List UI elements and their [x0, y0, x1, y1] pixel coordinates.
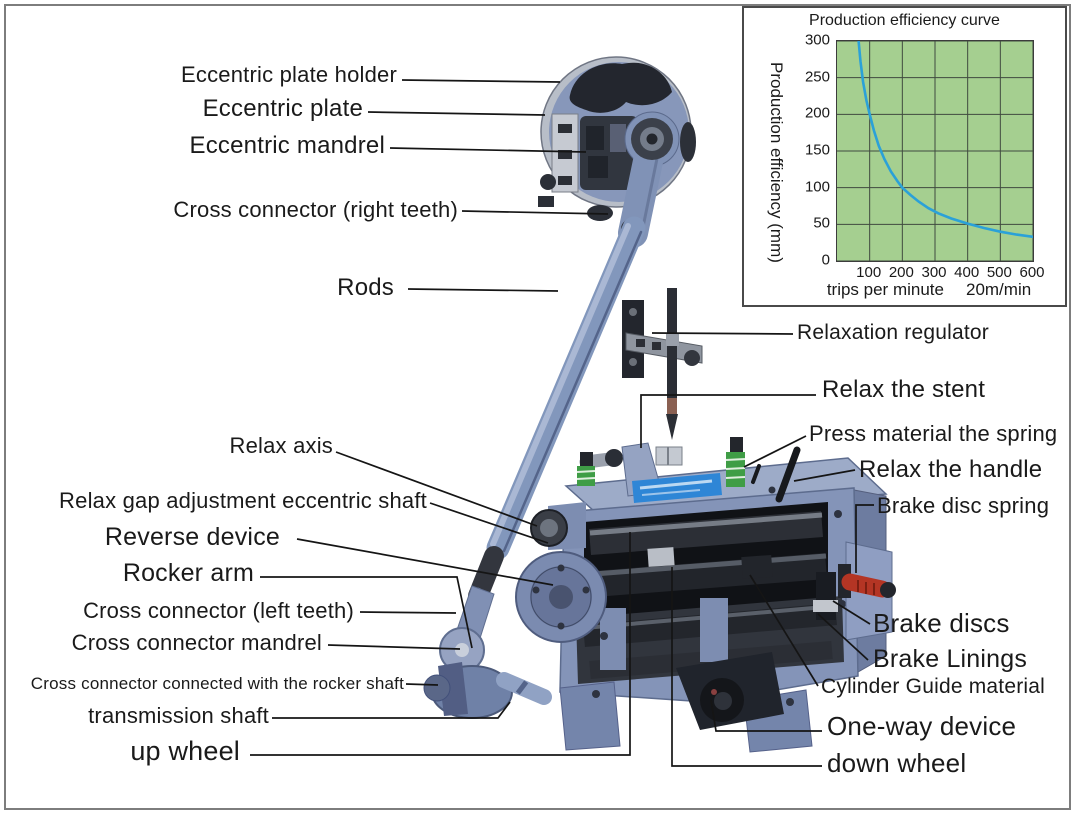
x-tick-label: 200 [888, 264, 914, 281]
leader-relax-gap-adjustment-eccentric-shaft [429, 502, 549, 544]
chart-x-axis-label: trips per minute 20m/min [804, 280, 1054, 300]
label-relaxation-regulator: Relaxation regulator [797, 321, 989, 344]
leader-cross-connector-right-teeth [461, 210, 609, 215]
leader-transmission-shaft [272, 701, 511, 719]
label-brake-disc-spring: Brake disc spring [877, 493, 1050, 518]
x-tick-label: 300 [921, 264, 947, 281]
y-tick-label: 200 [804, 104, 830, 122]
y-tick-label: 300 [804, 31, 830, 49]
label-rocker-arm: Rocker arm [122, 559, 254, 587]
leader-rods [407, 288, 559, 292]
x-tick-label: 400 [954, 264, 980, 281]
leader-lines [250, 79, 874, 767]
leader-brake-discs [832, 600, 871, 625]
chart-y-axis-label: Production efficiency (mm) [767, 61, 786, 263]
label-cross-connector-connected-with-the-rocker-shaft: Cross connector connected with the rocke… [30, 674, 404, 693]
label-cross-connector-right-teeth: Cross connector (right teeth) [173, 197, 458, 222]
leader-press-material-the-spring [743, 435, 807, 468]
leader-up-wheel [250, 532, 631, 756]
label-relax-axis: Relax axis [229, 433, 333, 458]
chart-plot-area [836, 40, 1034, 262]
leader-rocker-arm [260, 576, 473, 649]
left-side-parts [515, 502, 607, 643]
leader-brake-linings [817, 613, 869, 661]
leader-relax-the-stent [640, 394, 816, 448]
leader-eccentric-mandrel [389, 147, 587, 153]
label-relax-the-handle: Relax the handle [859, 456, 1043, 483]
leader-down-wheel [671, 567, 822, 767]
label-eccentric-plate-holder: Eccentric plate holder [181, 62, 397, 87]
leader-eccentric-plate-holder [401, 79, 561, 83]
label-brake-discs: Brake discs [873, 608, 1010, 638]
leader-cross-connector-left-teeth [359, 611, 457, 614]
label-relax-gap-adjustment-eccentric-shaft: Relax gap adjustment eccentric shaft [59, 488, 427, 513]
connecting-rod [457, 216, 646, 653]
leader-relaxation-regulator [651, 332, 794, 335]
label-eccentric-mandrel: Eccentric mandrel [189, 132, 385, 159]
label-reverse-device: Reverse device [104, 523, 280, 551]
leader-reverse-device [296, 538, 554, 586]
leader-cross-connector-connected [405, 683, 439, 686]
x-tick-label: 100 [856, 264, 882, 281]
chart-plot-svg [837, 41, 1033, 261]
leader-eccentric-plate [367, 111, 546, 116]
label-eccentric-plate: Eccentric plate [202, 95, 363, 122]
label-relax-the-stent: Relax the stent [822, 376, 986, 403]
leader-relax-axis [335, 451, 538, 527]
y-tick-label: 150 [804, 141, 830, 159]
eccentric-assembly [538, 56, 696, 248]
label-one-way-device: One-way device [827, 711, 1017, 741]
y-tick-label: 100 [804, 178, 830, 196]
leader-cylinder-guide-material [749, 574, 819, 687]
one-way-device-part [676, 652, 784, 730]
x-tick-label: 500 [986, 264, 1012, 281]
label-rods: Rods [337, 274, 394, 301]
y-tick-label: 250 [804, 68, 830, 86]
x-axis-unit-text: 20m/min [965, 280, 1032, 299]
label-up-wheel: up wheel [130, 736, 240, 766]
label-cross-connector-mandrel: Cross connector mandrel [71, 630, 322, 655]
label-brake-linings: Brake Linings [873, 645, 1028, 673]
label-down-wheel: down wheel [827, 748, 967, 778]
leader-one-way-device [710, 699, 822, 732]
relaxation-regulator-part [622, 288, 703, 440]
leader-brake-disc-spring [855, 504, 874, 573]
efficiency-curve [857, 41, 1033, 239]
label-cross-connector-left-teeth: Cross connector (left teeth) [83, 598, 354, 623]
top-fixtures [576, 437, 801, 503]
leader-cross-connector-mandrel [327, 644, 461, 650]
label-transmission-shaft: transmission shaft [88, 703, 269, 728]
y-tick-label: 0 [821, 251, 830, 269]
x-tick-label: 600 [1019, 264, 1045, 281]
label-press-material-the-spring: Press material the spring [809, 421, 1058, 446]
x-axis-label-text: trips per minute [826, 280, 944, 299]
label-cylinder-guide-material: Cylinder Guide material [821, 675, 1046, 698]
y-tick-label: 50 [813, 214, 830, 232]
production-efficiency-chart: Production efficiency curve Production e… [742, 6, 1067, 307]
leader-relax-the-handle [793, 469, 856, 482]
chart-title: Production efficiency curve [809, 12, 1000, 29]
